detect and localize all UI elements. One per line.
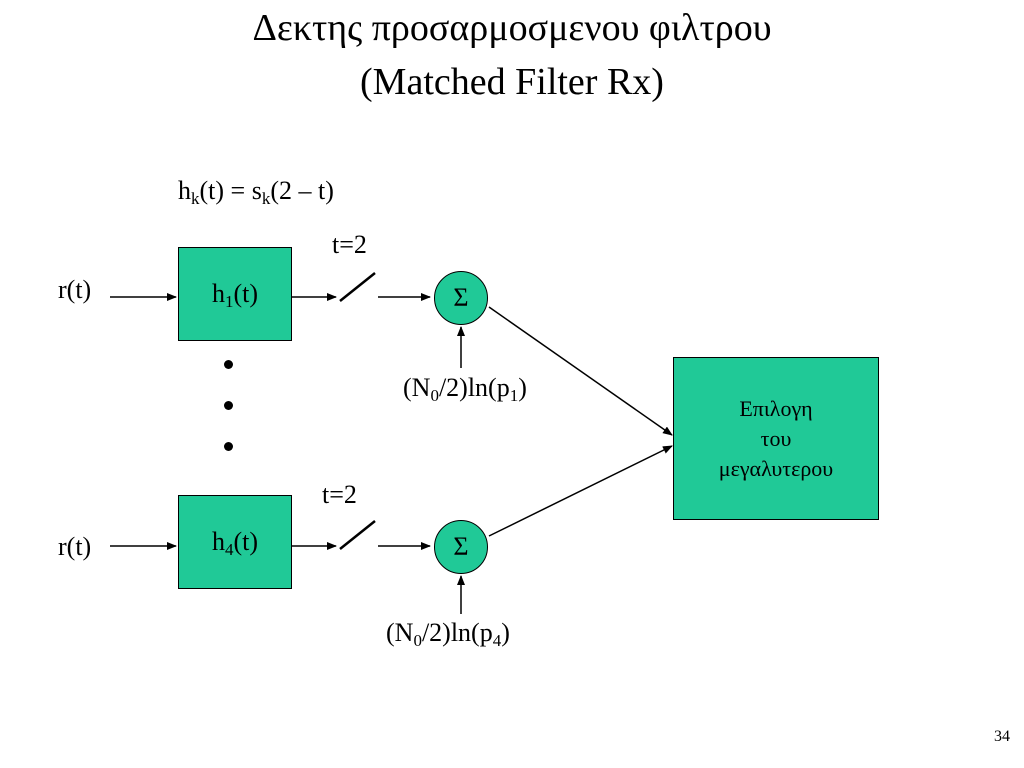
filter-label-h4: h4(t) xyxy=(211,527,259,559)
impulse-response-formula: hk(t) = sk(2 – t) xyxy=(178,176,334,208)
input-label-upper: r(t) xyxy=(58,275,92,304)
max-selector-block: Επιλογη του μεγαλυτερου xyxy=(673,357,879,520)
sampling-switch-lower xyxy=(339,520,376,550)
input-label-lower: r(t) xyxy=(58,532,92,561)
sample-time-label-lower: t=2 xyxy=(322,480,357,509)
slide-title: Δεκτης προσαρμοσμενου φιλτρου xyxy=(252,7,772,49)
filter-block-h1: h1(t) xyxy=(178,247,292,341)
selector-line-2: του xyxy=(760,425,792,451)
slide-subtitle: (Matched Filter Rx) xyxy=(360,61,664,103)
ellipsis-dot xyxy=(224,360,233,369)
ellipsis-dot xyxy=(224,401,233,410)
bias-label-upper: (N0/2)ln(p1) xyxy=(403,373,527,405)
summer-to-selector-lower xyxy=(488,445,673,537)
selector-line-3: μεγαλυτερου xyxy=(718,455,834,481)
selector-line-1: Επιλογη xyxy=(739,395,813,421)
page-number: 34 xyxy=(994,728,1010,745)
ellipsis-dot xyxy=(224,442,233,451)
sample-time-label-upper: t=2 xyxy=(332,230,367,259)
filter-label-h1: h1(t) xyxy=(211,279,259,311)
filter-block-h4: h4(t) xyxy=(178,495,292,589)
summer-lower: Σ xyxy=(434,520,488,574)
summer-to-selector-upper xyxy=(488,306,673,436)
summer-upper: Σ xyxy=(434,271,488,325)
bias-label-lower: (N0/2)ln(p4) xyxy=(386,618,510,650)
sampling-switch-upper xyxy=(339,272,376,302)
